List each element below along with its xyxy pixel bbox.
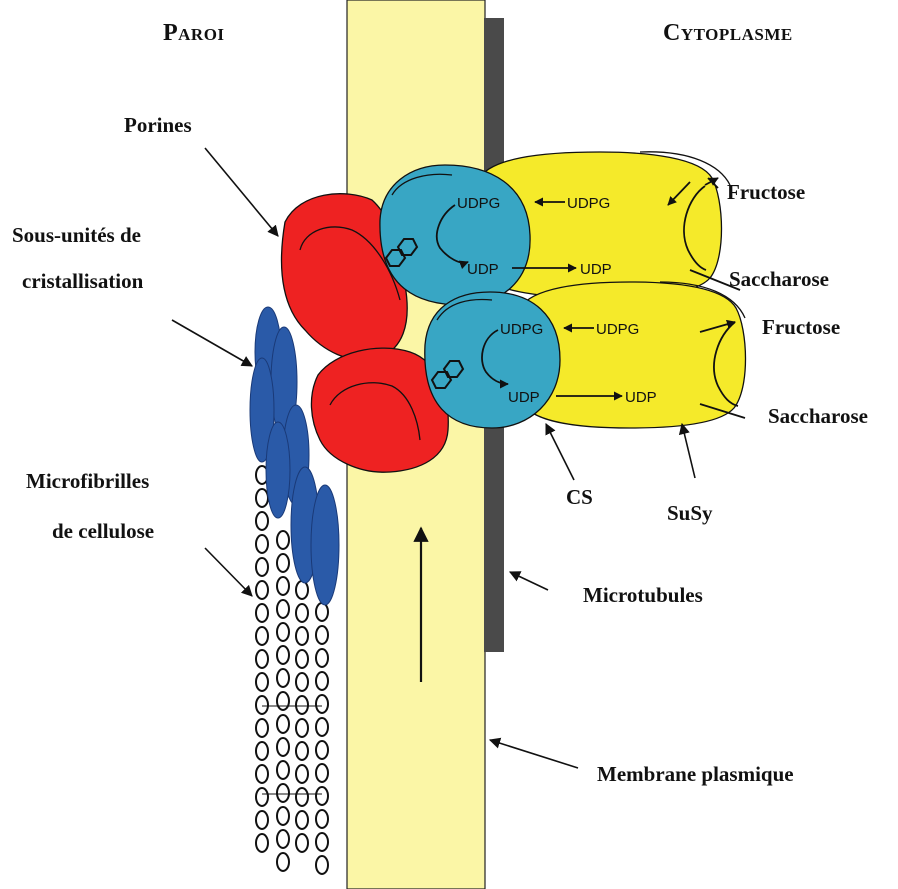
susy-pointer bbox=[682, 424, 695, 478]
label-porines: Porines bbox=[124, 112, 192, 138]
microfibrilles-pointer bbox=[205, 548, 252, 596]
label-fructose-bottom: Fructose bbox=[762, 314, 840, 340]
header-paroi: Paroi bbox=[163, 18, 225, 48]
label-saccharose-bottom: Saccharose bbox=[768, 403, 868, 429]
label-microfibrilles-line2: de cellulose bbox=[52, 518, 154, 544]
cs-top-udp: UDP bbox=[467, 261, 499, 278]
label-membrane-plasmique: Membrane plasmique bbox=[597, 761, 794, 787]
cellulose-chain bbox=[296, 581, 308, 852]
susy-top-udpg: UDPG bbox=[567, 195, 610, 212]
susy-bottom-udpg: UDPG bbox=[596, 321, 639, 338]
header-cytoplasme: Cytoplasme bbox=[663, 18, 793, 48]
cellulose-chain bbox=[277, 531, 289, 871]
cs-bottom-udpg: UDPG bbox=[500, 321, 543, 338]
cs-upper bbox=[380, 165, 530, 305]
label-microtubules: Microtubules bbox=[583, 582, 703, 608]
susy-top-udp: UDP bbox=[580, 261, 612, 278]
susy-bottom-udp: UDP bbox=[625, 389, 657, 406]
sous-unites-pointer bbox=[172, 320, 252, 366]
label-sous-unites-line1: Sous-unités de bbox=[12, 222, 141, 248]
cs-top-udpg: UDPG bbox=[457, 195, 500, 212]
label-sous-unites-line2: cristallisation bbox=[22, 268, 143, 294]
crystallization-subunits bbox=[250, 307, 339, 605]
cs-pointer bbox=[546, 424, 574, 480]
label-fructose-top: Fructose bbox=[727, 179, 805, 205]
cellulose-chain bbox=[316, 603, 328, 874]
label-susy: SuSy bbox=[667, 500, 713, 526]
label-saccharose-top: Saccharose bbox=[729, 266, 829, 292]
membrane-pointer bbox=[490, 740, 578, 768]
label-cs: CS bbox=[566, 484, 593, 510]
porines-pointer bbox=[205, 148, 278, 236]
microtubules-pointer bbox=[510, 572, 548, 590]
cs-lower bbox=[425, 292, 560, 428]
cs-bottom-udp: UDP bbox=[508, 389, 540, 406]
label-microfibrilles-line1: Microfibrilles bbox=[26, 468, 149, 494]
